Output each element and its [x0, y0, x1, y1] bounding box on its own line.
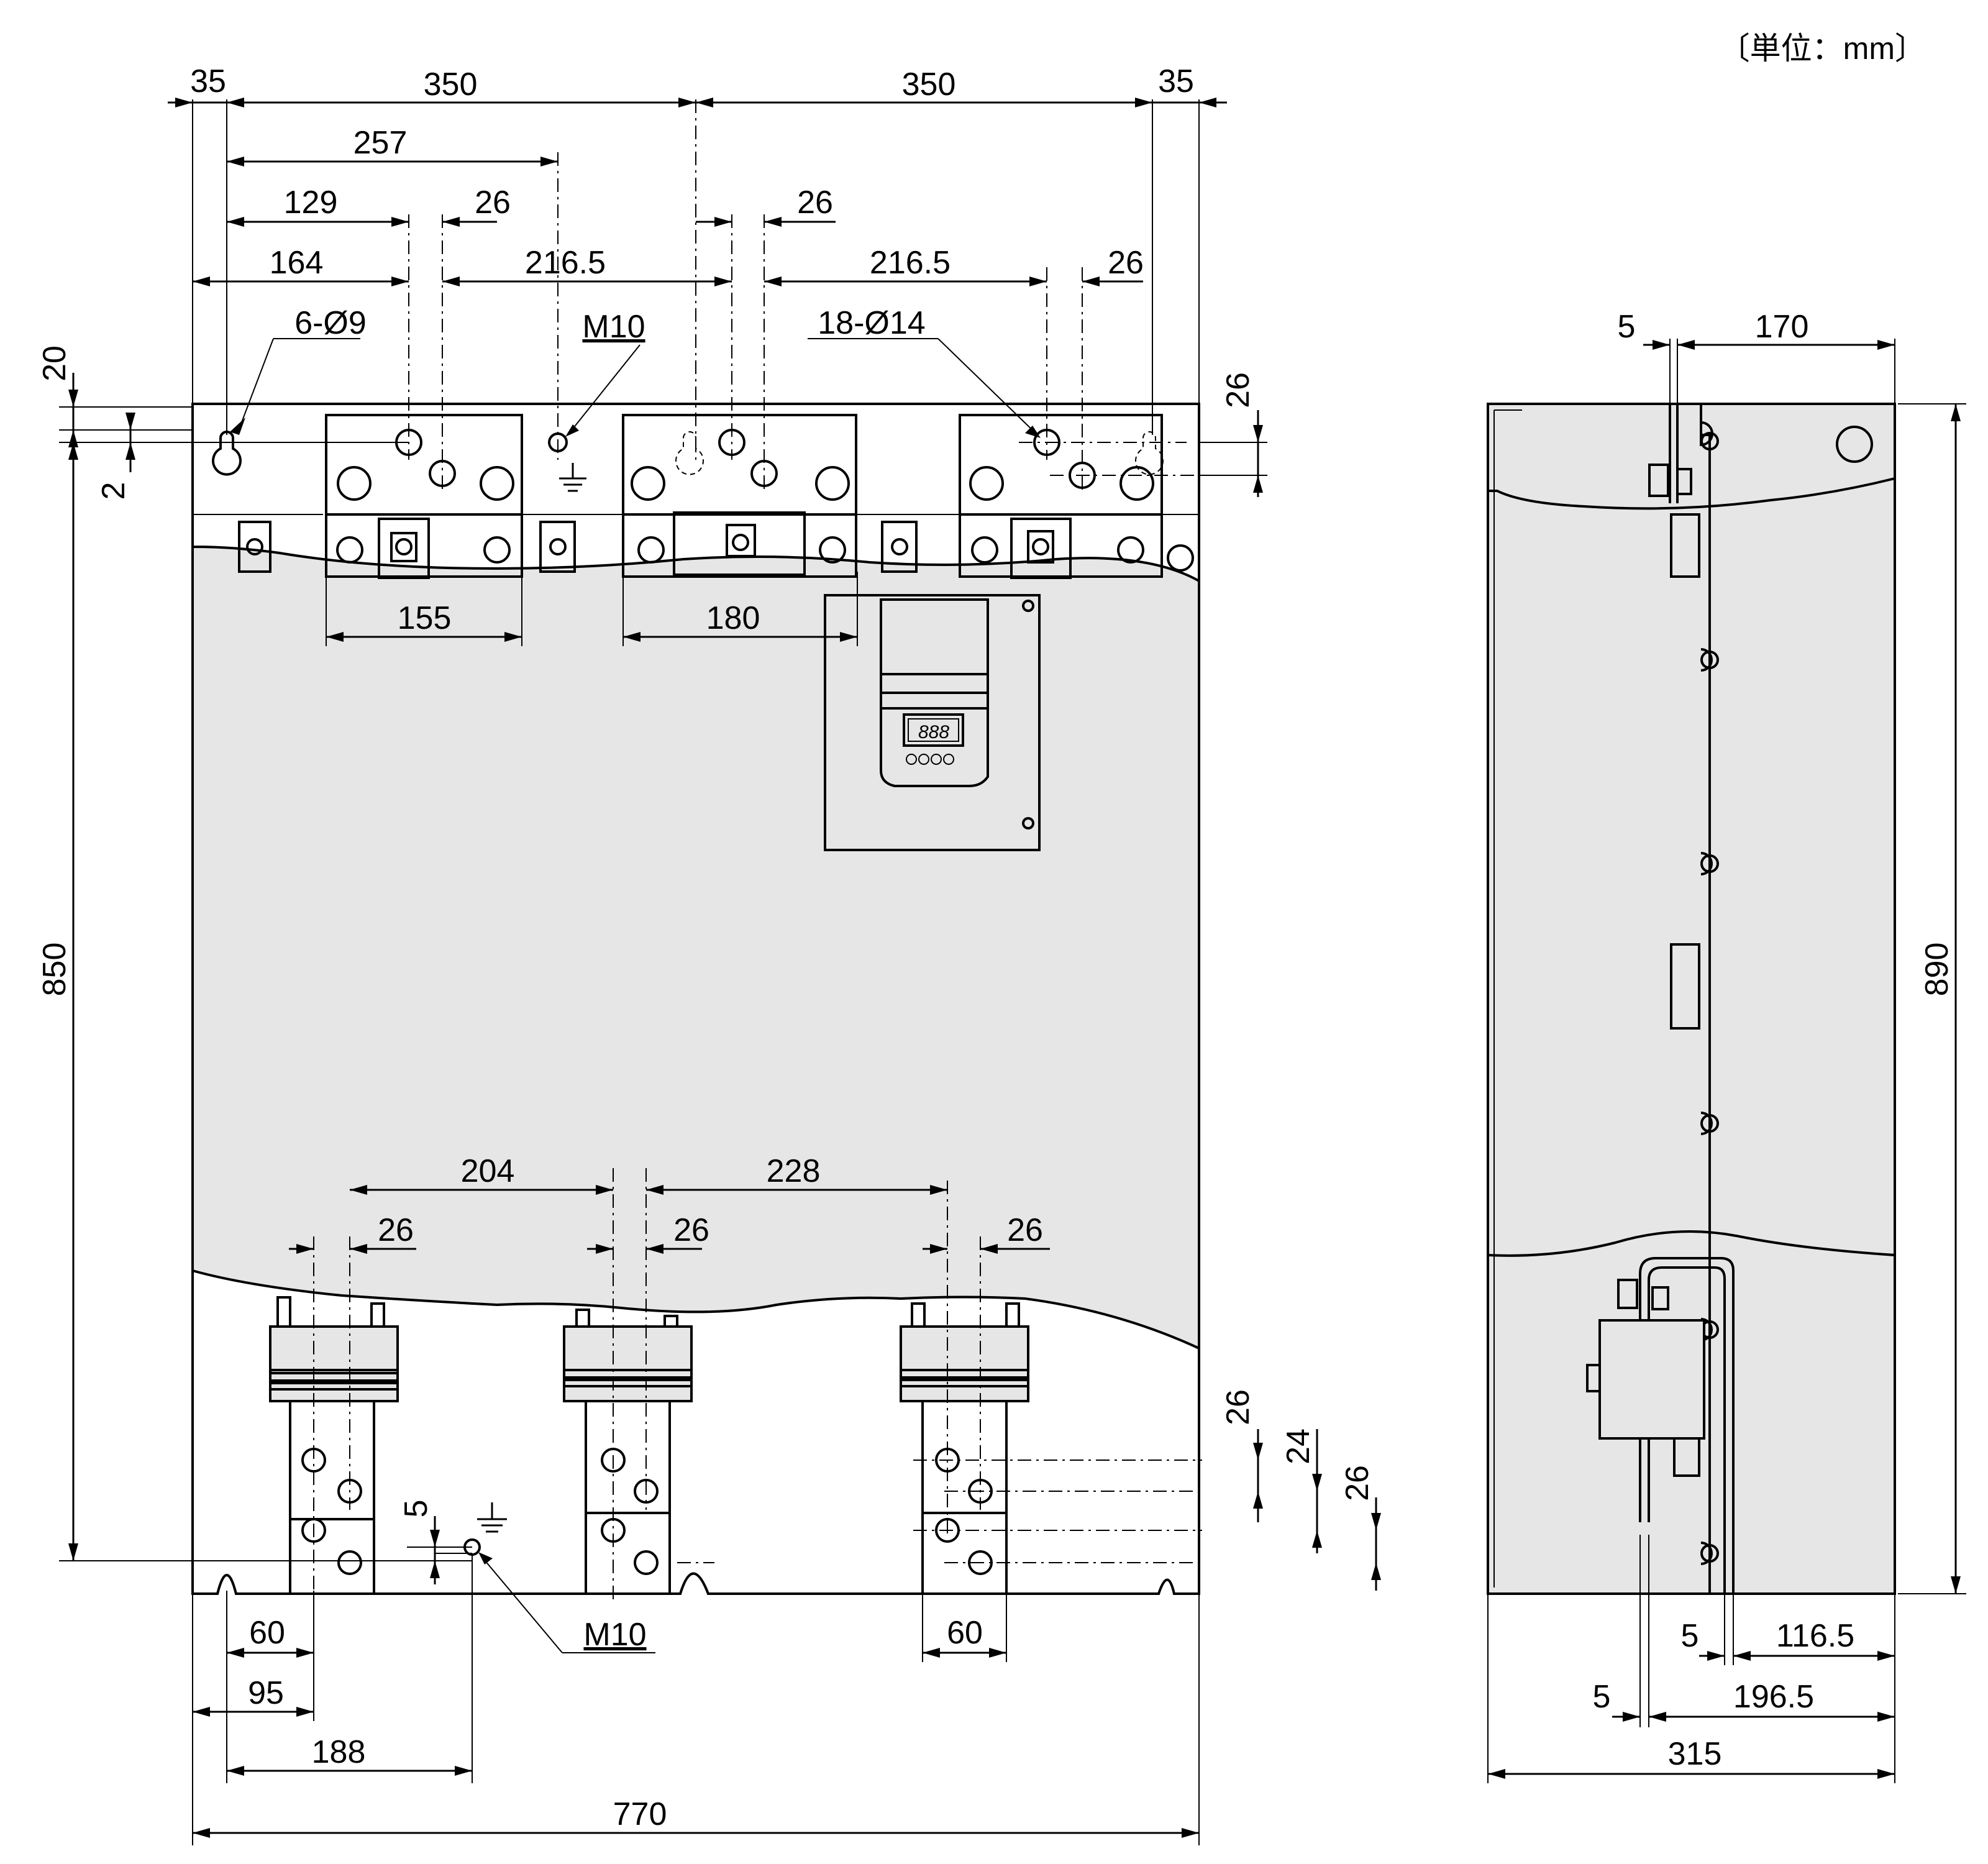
top-small-blocks — [193, 514, 1199, 573]
callout-ground-top: M10 — [582, 309, 645, 345]
callout-terminal-holes: 18-Ø14 — [818, 305, 925, 341]
side-dim-170: 170 — [1755, 309, 1809, 345]
dim-204: 204 — [461, 1153, 515, 1189]
dim-188: 188 — [312, 1734, 366, 1770]
dim-2: 2 — [96, 482, 132, 500]
dimension-lines — [68, 98, 1381, 1838]
dim-26-c: 26 — [1108, 245, 1144, 281]
bottom-terminal-area — [191, 1269, 1200, 1595]
side-mount-holes — [1700, 421, 1719, 1565]
callout-mount-holes: 6-Ø9 — [294, 305, 367, 341]
front-dimension-labels: 35 350 350 35 257 129 26 26 164 216.5 21… — [37, 63, 1375, 1832]
side-view: 5 170 890 5 116.5 5 196.5 315 — [1487, 309, 1966, 1783]
front-view: 888 — [37, 63, 1381, 1845]
dim-26-3: 26 — [1007, 1212, 1043, 1248]
display-digits: 888 — [918, 722, 949, 742]
dim-26-right-b2: 26 — [1339, 1465, 1375, 1501]
side-dim-196-5: 196.5 — [1733, 1679, 1814, 1715]
side-dim-5-a: 5 — [1681, 1618, 1699, 1654]
dim-770: 770 — [613, 1796, 667, 1832]
dim-257: 257 — [353, 125, 408, 161]
dim-26-b: 26 — [797, 185, 833, 221]
dim-216-5-a: 216.5 — [525, 245, 606, 281]
dim-216-5-b: 216.5 — [870, 245, 951, 281]
side-dim-890: 890 — [1919, 943, 1955, 997]
dim-26-right-b1: 26 — [1220, 1389, 1256, 1425]
dim-20: 20 — [37, 345, 73, 381]
side-dimension-labels: 5 170 890 5 116.5 5 196.5 315 — [1593, 309, 1955, 1772]
dim-26-1: 26 — [378, 1212, 414, 1248]
dim-60-left: 60 — [249, 1615, 285, 1651]
dim-228: 228 — [767, 1153, 821, 1189]
unit-label: 〔単位：mm〕 — [1719, 31, 1926, 66]
bottom-terminal-right — [900, 1302, 1029, 1595]
centre-lines — [313, 99, 1202, 1603]
keypad-display-module: 888 — [824, 594, 1041, 851]
top-terminal-area — [191, 403, 1200, 583]
side-dim-315: 315 — [1668, 1736, 1722, 1772]
dim-35-left: 35 — [190, 63, 226, 99]
dim-26-right-top: 26 — [1220, 372, 1256, 408]
dim-155: 155 — [398, 600, 452, 636]
side-dim-116-5: 116.5 — [1776, 1618, 1854, 1654]
callout-ground-bottom: M10 — [583, 1617, 646, 1653]
keyhole-icon — [212, 431, 1164, 476]
dim-60-right: 60 — [947, 1615, 983, 1651]
dim-129: 129 — [284, 185, 338, 221]
bottom-terminal-left — [269, 1296, 399, 1595]
dim-35-right: 35 — [1158, 63, 1194, 99]
dim-95: 95 — [248, 1675, 284, 1711]
bottom-terminal-center — [563, 1309, 693, 1595]
side-dim-5-top: 5 — [1618, 309, 1636, 345]
dim-350-right: 350 — [902, 66, 956, 103]
dim-24: 24 — [1280, 1428, 1316, 1464]
top-terminal-block-center — [622, 414, 857, 578]
dim-164: 164 — [270, 245, 324, 281]
dim-26-2: 26 — [673, 1212, 709, 1248]
side-dim-5-b: 5 — [1593, 1679, 1611, 1715]
dim-5-bottom: 5 — [398, 1500, 434, 1518]
callout-leaders — [59, 338, 1267, 1653]
dim-850: 850 — [37, 943, 73, 997]
dim-350-left: 350 — [424, 66, 478, 103]
dim-26-a: 26 — [475, 185, 511, 221]
extension-lines — [192, 99, 1200, 1845]
dim-180: 180 — [706, 600, 760, 636]
